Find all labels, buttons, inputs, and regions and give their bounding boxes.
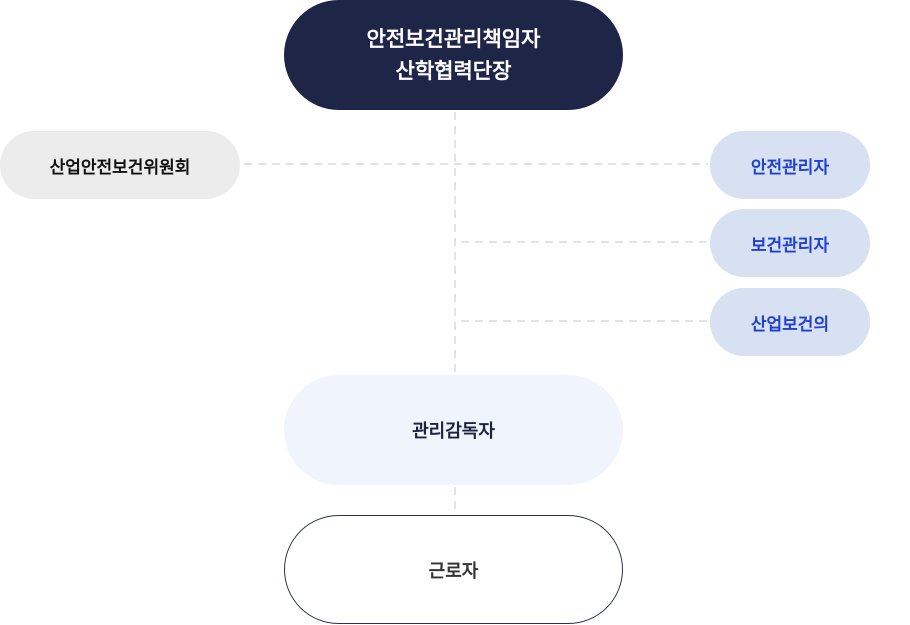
top-node-subtitle: 산학협력단장 [395,59,512,83]
side-node-label: 보건관리자 [750,235,830,256]
side-node-safety-manager: 안전관리자 [710,131,870,199]
side-node-occupational-physician: 산업보건의 [710,288,870,356]
side-node-label: 안전관리자 [750,157,830,178]
top-node-title: 안전보건관리책임자 [366,27,541,51]
supervisor-label: 관리감독자 [412,421,495,442]
worker-label: 근로자 [428,560,479,582]
top-node-safety-health-officer: 안전보건관리책임자 산학협력단장 [284,0,623,110]
supervisor-node: 관리감독자 [284,375,623,485]
side-node-label: 산업보건의 [750,314,830,335]
committee-node: 산업안전보건위원회 [0,131,240,199]
committee-label: 산업안전보건위원회 [49,157,191,178]
side-node-health-manager: 보건관리자 [710,209,870,277]
worker-node: 근로자 [284,515,623,624]
